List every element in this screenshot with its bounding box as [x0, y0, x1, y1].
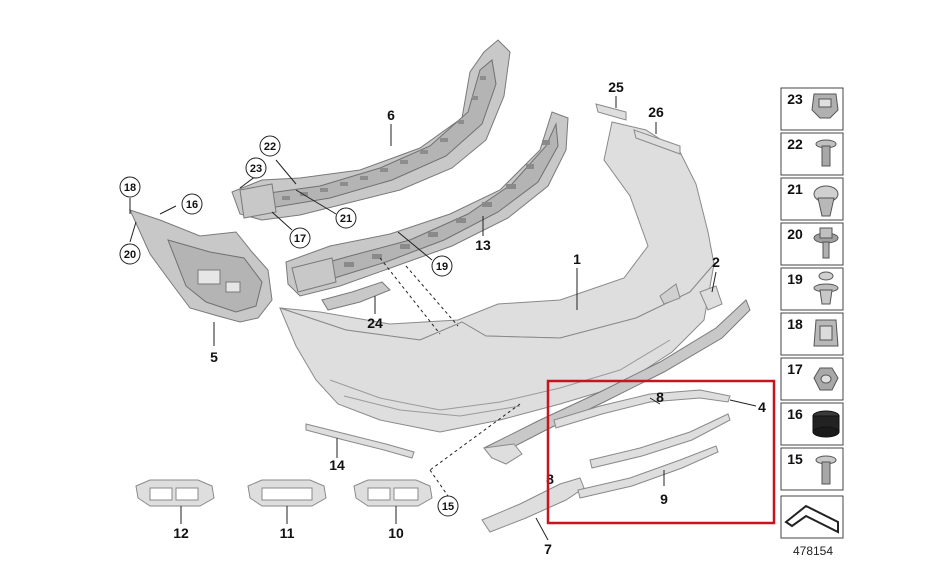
part-13-bumper-support [285, 111, 569, 297]
fastener-18-icon [813, 319, 839, 347]
part-10-exhaust-trim [353, 479, 433, 507]
part-6-carrier-bracket [231, 39, 511, 221]
label-part-5: 5 [210, 349, 218, 365]
label-part-26: 26 [648, 104, 664, 120]
part-11-exhaust-trim [247, 479, 327, 507]
part-24-bracket [321, 281, 391, 311]
part-2-flap [699, 285, 723, 311]
label-part-25: 25 [608, 79, 624, 95]
panel-label-19: 19 [787, 271, 803, 287]
label-part-6: 6 [387, 107, 395, 123]
fastener-19-icon [813, 271, 839, 305]
part-8-strip-upper [553, 389, 731, 429]
label-part-11: 11 [280, 525, 295, 541]
label-part-14: 14 [329, 457, 345, 473]
callout-17: 17 [294, 233, 306, 245]
callout-19: 19 [436, 261, 448, 273]
part-7-diffuser [481, 477, 585, 533]
panel-label-23: 23 [787, 91, 803, 107]
fastener-15-icon [815, 455, 837, 485]
callout-15: 15 [442, 501, 454, 513]
fastener-23-icon [811, 93, 839, 119]
panel-label-20: 20 [787, 226, 803, 242]
label-part-12: 12 [173, 525, 189, 541]
label-part-2: 2 [712, 254, 720, 270]
callout-22: 22 [264, 141, 276, 153]
panel-label-17: 17 [787, 361, 803, 377]
set-symbol-icon [784, 504, 839, 534]
panel-label-15: 15 [787, 451, 803, 467]
label-part-8b: 8 [546, 471, 554, 487]
fastener-22-icon [815, 139, 837, 167]
fastener-20-icon [813, 227, 839, 259]
panel-label-22: 22 [787, 136, 803, 152]
panel-label-21: 21 [787, 181, 803, 197]
part-14-trim [305, 423, 415, 459]
part-labels: 6 13 1 2 5 24 25 26 14 12 11 10 7 8 8 9 … [173, 79, 766, 557]
circled-callouts: 18 16 20 22 23 21 17 19 15 [119, 135, 459, 517]
label-part-4: 4 [758, 399, 766, 415]
lower-diffuser [483, 299, 751, 465]
label-part-9: 9 [660, 491, 668, 507]
label-part-13: 13 [475, 237, 491, 253]
part-25-strip [595, 103, 627, 121]
reference-number: 478154 [793, 544, 833, 558]
callout-21: 21 [340, 213, 352, 225]
part-5-side-bracket [129, 209, 273, 323]
callout-20: 20 [124, 249, 136, 261]
label-part-8: 8 [656, 389, 664, 405]
part-26-strip [633, 129, 681, 155]
fastener-panel: 23 22 21 20 19 18 17 16 15 [780, 87, 844, 558]
callout-16: 16 [186, 199, 198, 211]
label-part-10: 10 [388, 525, 404, 541]
leader-lines [129, 96, 757, 541]
highlight-box [546, 379, 776, 525]
part-12-exhaust-trim [135, 479, 215, 507]
label-part-24: 24 [367, 315, 383, 331]
fastener-17-icon [813, 367, 839, 391]
label-part-7: 7 [544, 541, 552, 557]
callout-23: 23 [250, 163, 262, 175]
label-part-1: 1 [573, 251, 581, 267]
callout-18: 18 [124, 182, 136, 194]
panel-label-16: 16 [787, 406, 803, 422]
fastener-16-icon [812, 410, 840, 438]
fastener-21-icon [813, 185, 839, 217]
part-8-strip-lower [589, 413, 731, 469]
part-9-strip [577, 445, 719, 499]
panel-label-18: 18 [787, 316, 803, 332]
